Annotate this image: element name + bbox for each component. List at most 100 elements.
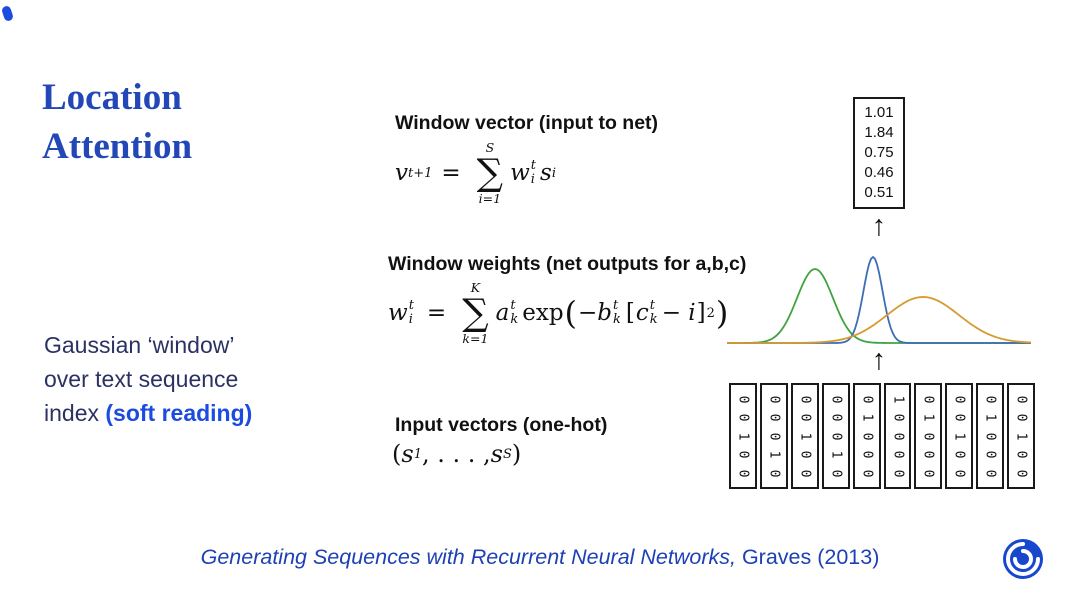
slide-title: Location Attention — [42, 74, 192, 172]
sum-upper-limit: K — [470, 279, 481, 295]
window-vector-heading: Window vector (input to net) — [395, 112, 659, 134]
onehot-digit: 0 — [766, 432, 782, 440]
onehot-digit: 0 — [920, 395, 936, 403]
onehot-digit: 0 — [797, 395, 813, 403]
onehot-digit: 0 — [828, 413, 844, 422]
onehot-digit: 0 — [735, 469, 751, 477]
var-v: v — [395, 160, 408, 186]
exp-operator: exp — [522, 300, 564, 326]
onehot-digit: 0 — [889, 432, 905, 440]
orange-gaussian-curve — [727, 296, 1032, 344]
note-line-3-prefix: index — [44, 400, 106, 427]
onehot-digit: 1 — [735, 432, 751, 440]
square-exponent: 2 — [706, 305, 715, 321]
onehot-digit: 0 — [982, 450, 998, 459]
onehot-digit: 0 — [797, 469, 813, 477]
onehot-digit: 0 — [920, 469, 936, 477]
onehot-digit: 0 — [982, 469, 998, 477]
w-sub: i — [530, 172, 535, 187]
onehot-digit: 1 — [797, 432, 813, 440]
onehot-digit: 0 — [859, 450, 875, 459]
sum-upper-limit: S — [485, 139, 495, 155]
onehot-digit: 0 — [951, 395, 967, 403]
onehot-digit: 1 — [766, 450, 782, 459]
minus-i: − i — [661, 300, 696, 326]
output-value: 0.75 — [864, 144, 894, 161]
onehot-digit: 1 — [889, 395, 905, 403]
var-c: c — [635, 300, 649, 326]
left-annotation: Gaussian ‘window’ over text sequence ind… — [44, 328, 252, 430]
sigma-icon: ∑ — [476, 151, 504, 195]
left-paren: ( — [564, 294, 578, 332]
sum-lower-limit: k=1 — [462, 330, 489, 346]
sS-sub: S — [502, 446, 512, 462]
output-value: 1.01 — [864, 104, 894, 121]
summation-symbol: K ∑ k=1 — [462, 280, 488, 346]
onehot-digit: 0 — [889, 450, 905, 459]
var-w: w — [510, 160, 530, 186]
onehot-digit: 0 — [828, 395, 844, 403]
onehot-digit: 1 — [982, 413, 998, 422]
citation-paper-title: Generating Sequences with Recurrent Neur… — [200, 545, 736, 569]
onehot-digit: 0 — [735, 395, 751, 403]
ellipsis: , . . . , — [421, 440, 491, 468]
output-value: 0.46 — [864, 164, 894, 181]
onehot-digit: 0 — [828, 469, 844, 477]
onehot-column: 0 0 1 0 0 — [945, 383, 974, 489]
equals-sign: = — [426, 300, 447, 326]
left-paren: ( — [392, 440, 402, 468]
left-bracket: [ — [625, 300, 635, 326]
sigma-icon: ∑ — [462, 291, 489, 335]
citation: Generating Sequences with Recurrent Neur… — [0, 545, 1080, 570]
onehot-digit: 0 — [951, 450, 967, 459]
up-arrow-icon: ↑ — [871, 344, 887, 376]
onehot-digit: 0 — [766, 413, 782, 422]
onehot-digit: 0 — [1013, 450, 1029, 459]
onehot-digit: 0 — [1013, 413, 1029, 422]
onehot-digit: 0 — [797, 413, 813, 422]
sum-lower-limit: i=1 — [478, 190, 502, 206]
onehot-digit: 0 — [889, 413, 905, 422]
onehot-digit: 0 — [982, 395, 998, 403]
onehot-digit: 0 — [797, 450, 813, 459]
right-paren: ) — [715, 294, 729, 332]
equals-sign: = — [441, 160, 461, 186]
onehot-digit: 1 — [859, 413, 875, 422]
onehot-digit: 1 — [828, 450, 844, 459]
onehot-digit: 0 — [735, 450, 751, 459]
right-bracket: ] — [696, 300, 706, 326]
onehot-digit: 0 — [735, 413, 751, 422]
right-paren: ) — [511, 440, 522, 468]
onehot-digit: 0 — [859, 395, 875, 403]
onehot-digit: 1 — [1013, 432, 1029, 440]
summation-symbol: S ∑ i=1 — [477, 140, 503, 206]
note-line-2: over text sequence — [44, 366, 239, 393]
minus-b: −b — [578, 300, 613, 326]
var-s: s — [540, 160, 552, 186]
var-s1: s — [401, 440, 414, 468]
title-line-2: Attention — [42, 125, 193, 167]
onehot-column: 0 0 1 0 0 — [790, 383, 819, 489]
onehot-digit: 1 — [951, 432, 967, 440]
soft-reading-emphasis: (soft reading) — [105, 400, 253, 427]
onehot-digit: 0 — [951, 469, 967, 477]
w-sup: t — [530, 158, 537, 174]
c-sup: t — [649, 298, 656, 314]
onehot-digit: 0 — [859, 469, 875, 477]
title-line-1: Location — [42, 77, 182, 118]
onehot-digit: 0 — [951, 413, 967, 422]
note-line-3: index (soft reading) — [44, 396, 252, 430]
